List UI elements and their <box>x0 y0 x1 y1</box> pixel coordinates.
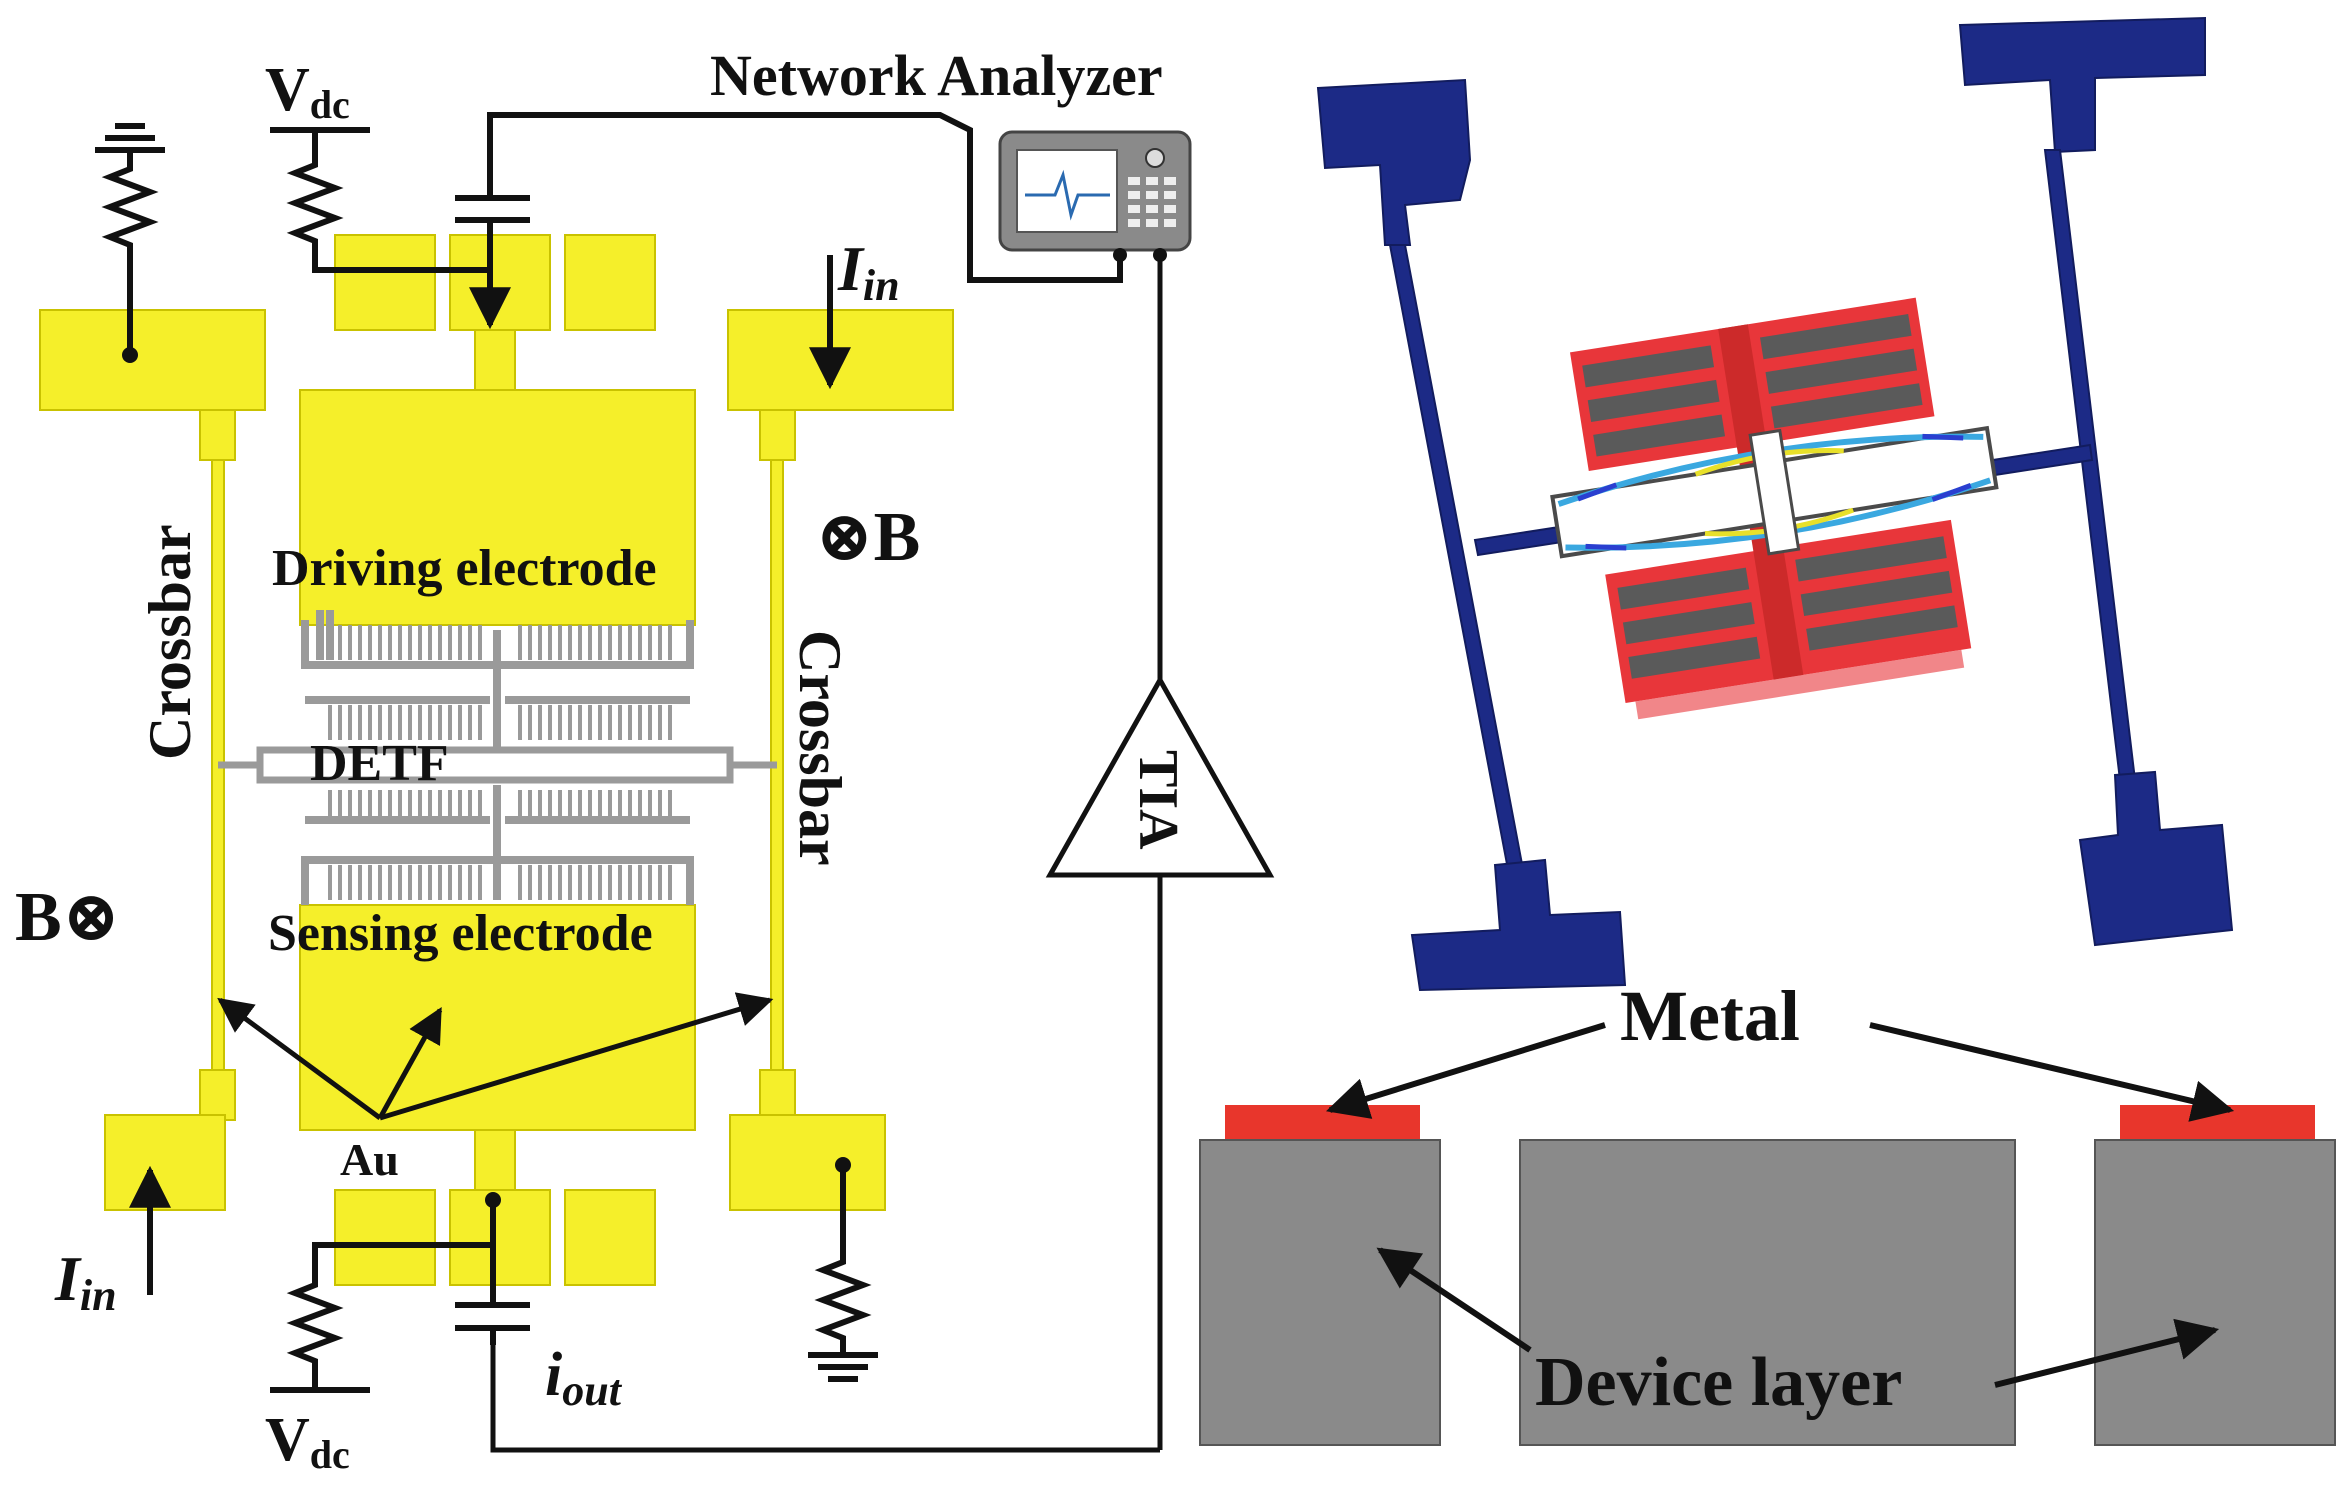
crossbar-left-label: Crossbar <box>137 524 203 760</box>
b-right-label: ⊗B <box>815 499 920 576</box>
small-pads-bottom <box>334 1124 656 1286</box>
tia-label: TIA <box>1127 750 1189 850</box>
b-left-label: B⊗ <box>15 879 120 956</box>
network-analyzer-label: Network Analyzer <box>710 43 1163 108</box>
driving-electrode <box>299 389 696 626</box>
pad-bottom-right <box>729 1069 886 1211</box>
comb-drive-upper <box>301 610 694 750</box>
metal-right <box>2120 1105 2315 1140</box>
ground-resistor-top <box>95 123 165 355</box>
sensing-electrode <box>299 904 696 1131</box>
node-dot <box>835 1157 851 1173</box>
metal-label: Metal <box>1620 976 1800 1056</box>
metal-arrows <box>1325 1022 2235 1122</box>
crossbar-right-label: Crossbar <box>787 630 853 866</box>
vdc-top-circuit <box>270 127 493 300</box>
node-dot <box>485 1192 501 1208</box>
pad-bottom-left <box>104 1069 236 1211</box>
simulation-model <box>1316 16 2234 992</box>
red-comb-structure <box>1550 297 1999 720</box>
device-block-left <box>1199 1139 1441 1446</box>
ground-resistor-bottom <box>808 1165 878 1382</box>
iin-right-label: Iin <box>837 233 900 310</box>
detf-label: DETF <box>310 735 449 792</box>
driving-electrode-label: Driving electrode <box>272 540 657 597</box>
sensing-electrode-label: Sensing electrode <box>268 905 653 962</box>
device-layer-arrows <box>1376 1247 2220 1388</box>
comb-drive-lower <box>301 785 694 905</box>
iin-left-label: Iin <box>54 1243 117 1320</box>
network-analyzer-icon <box>998 130 1192 262</box>
device-block-right <box>2094 1139 2336 1446</box>
small-pads-top <box>334 234 656 391</box>
wire-top-to-na <box>455 112 1123 283</box>
node-dot <box>122 347 138 363</box>
device-block-middle <box>1519 1139 2016 1446</box>
detf-beam <box>218 746 777 784</box>
device-layout <box>39 112 1275 1453</box>
au-label: Au <box>340 1134 399 1185</box>
device-layer-label: Device layer <box>1535 1344 1902 1421</box>
comb-fingers-lower <box>328 790 672 900</box>
au-arrows <box>217 992 774 1121</box>
wire-na-tia-out <box>490 255 1163 1453</box>
vdc-top-label: Vdc <box>265 56 350 127</box>
metal-left <box>1225 1105 1420 1140</box>
iout-label: iout <box>545 1341 623 1415</box>
vdc-bottom-circuit <box>270 1200 530 1393</box>
tia-amplifier <box>1045 674 1275 878</box>
cross-section <box>1199 1022 2336 1446</box>
vdc-bottom-label: Vdc <box>265 1406 350 1477</box>
comb-fingers-upper <box>328 625 672 740</box>
